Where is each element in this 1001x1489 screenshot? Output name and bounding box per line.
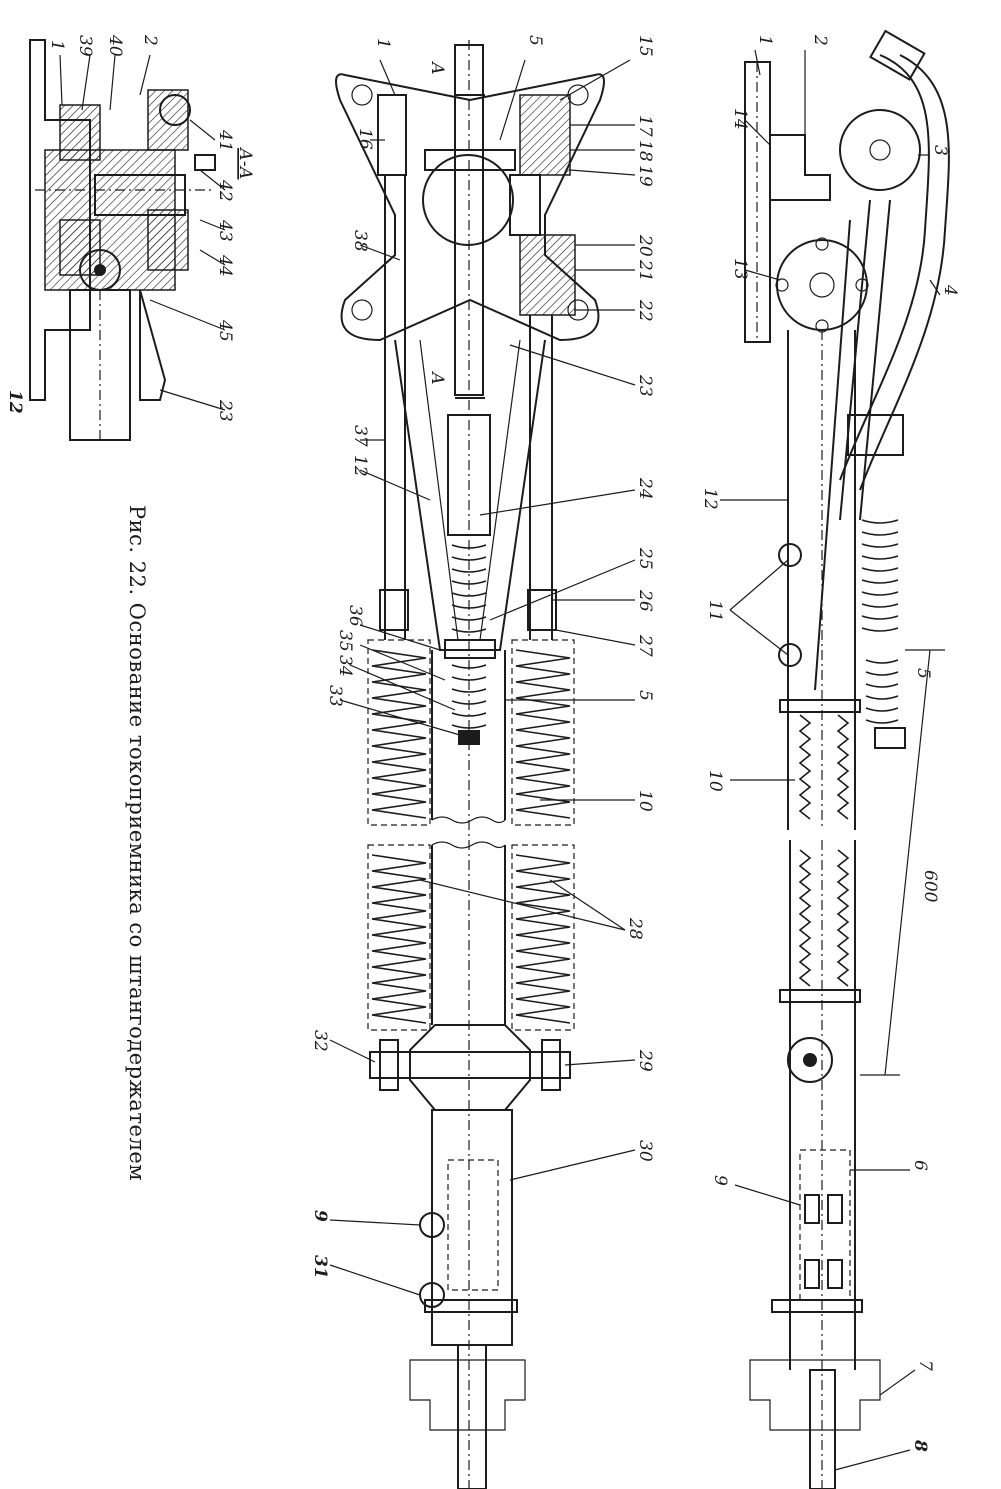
label: 12 <box>350 455 370 477</box>
label: 4 <box>940 284 960 296</box>
figure-caption: Рис. 22. Основание токоприемника со штан… <box>125 505 149 1181</box>
label: 45 <box>215 319 235 342</box>
bracket <box>770 134 831 201</box>
label: 39 <box>75 35 95 57</box>
label: 5 <box>525 35 545 46</box>
label: 35 <box>335 630 355 652</box>
label: 8 <box>910 1439 930 1452</box>
section-title: А-А <box>235 147 255 180</box>
label: 15 <box>635 35 655 57</box>
label: 20 <box>635 234 655 257</box>
housing-disc <box>776 239 868 331</box>
label: 19 <box>635 165 655 187</box>
section-a-a <box>29 39 216 441</box>
label: 25 <box>635 547 655 570</box>
label: 2 <box>140 34 160 46</box>
cut-marker-bottom: А <box>427 371 447 385</box>
label: 27 <box>635 634 655 657</box>
lower-bearing <box>519 234 576 316</box>
label: 18 <box>635 140 655 162</box>
leader-lines <box>59 49 941 1471</box>
upper-bearing <box>519 94 571 176</box>
label: 13 <box>730 258 750 280</box>
label: 26 <box>635 589 655 612</box>
side-spring <box>847 414 906 749</box>
dimension-text: 600 <box>920 870 940 903</box>
label: 5 <box>635 690 655 701</box>
top-view <box>335 40 605 1489</box>
center-spring <box>451 544 487 729</box>
label: 34 <box>335 655 355 677</box>
label: 24 <box>635 477 655 500</box>
label: 14 <box>730 108 750 130</box>
label: 29 <box>635 1049 655 1072</box>
label: 1 <box>47 40 67 51</box>
label: 9 <box>310 1210 330 1222</box>
label: 17 <box>635 115 655 137</box>
part-labels: 1 39 40 2 41 42 43 44 45 23 12 А-А 1 16 … <box>5 34 960 1452</box>
label: 31 <box>310 1255 330 1279</box>
base-bracket <box>335 73 605 342</box>
label: 10 <box>635 790 655 812</box>
side-pole <box>749 330 881 1489</box>
label: 1 <box>373 38 393 49</box>
upper-housing <box>839 109 921 191</box>
label: 5 <box>913 668 933 679</box>
label: 23 <box>635 374 655 397</box>
label: 1 <box>755 35 775 46</box>
label: 32 <box>310 1030 330 1052</box>
label: 12 <box>700 488 720 510</box>
axle-hub <box>409 1024 531 1111</box>
label: 2 <box>810 34 830 46</box>
label: 12 <box>5 390 25 414</box>
label: 23 <box>215 399 235 422</box>
label: 36 <box>345 605 365 627</box>
label: 21 <box>635 259 655 282</box>
cut-marker-top: А <box>427 61 447 75</box>
label: 22 <box>635 299 655 322</box>
label: 6 <box>910 1160 930 1171</box>
main-springs <box>367 639 575 1031</box>
label: 7 <box>915 1360 935 1371</box>
label: 30 <box>635 1140 655 1162</box>
label: 33 <box>325 685 345 707</box>
label: 11 <box>705 600 725 622</box>
label: 42 <box>215 179 235 202</box>
label: 37 <box>350 425 370 447</box>
side-view: 600 <box>744 29 950 1489</box>
center-piston <box>447 414 491 536</box>
label: 3 <box>930 145 950 156</box>
label: 40 <box>105 34 125 57</box>
label: 16 <box>355 128 375 150</box>
label: 38 <box>350 230 370 252</box>
rod-head-left <box>377 94 407 176</box>
label: 43 <box>215 219 235 242</box>
central-hub <box>422 154 514 246</box>
label: 41 <box>215 129 235 152</box>
label: 44 <box>215 254 235 277</box>
label: 10 <box>705 770 725 792</box>
cross-axle <box>369 1051 571 1079</box>
label: 9 <box>710 1175 730 1186</box>
label: 28 <box>625 917 645 940</box>
dimension-600: 600 <box>860 649 945 1076</box>
